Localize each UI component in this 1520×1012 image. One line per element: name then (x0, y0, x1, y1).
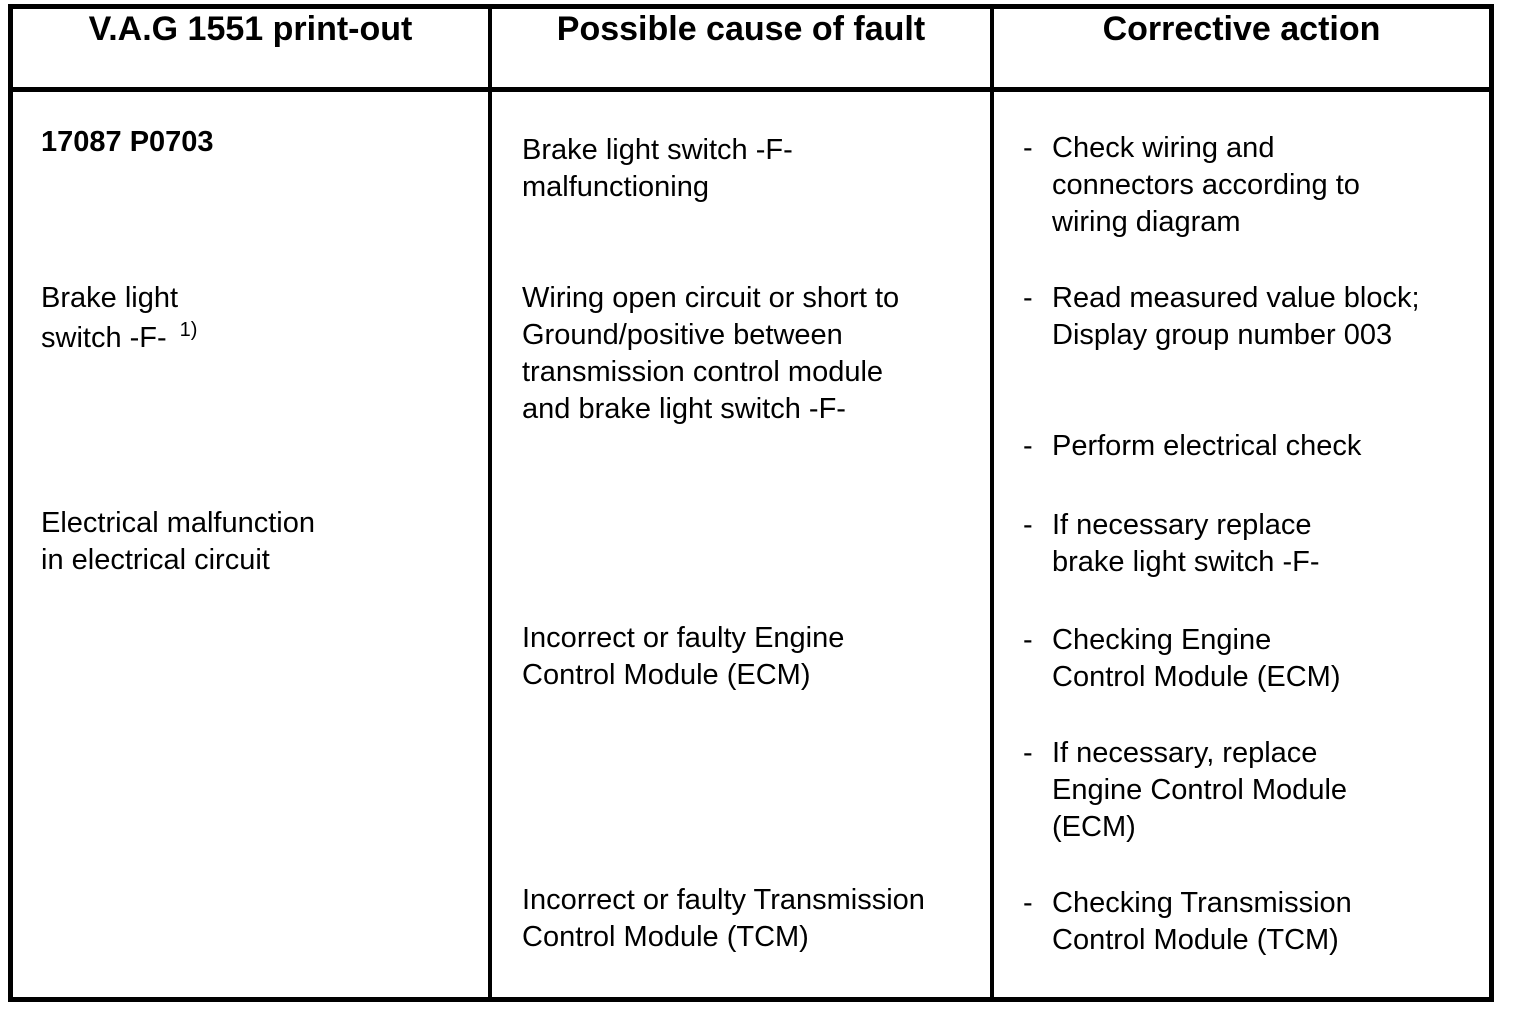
action-item-7-text: Checking Transmission Control Module (TC… (1052, 887, 1352, 956)
action-item-1: - Check wiring and connectors according … (1023, 130, 1360, 241)
action-item-7: - Checking Transmission Control Module (… (1023, 885, 1352, 959)
fault-name-line2: switch -F- 1) (41, 320, 197, 357)
column-divider-1 (488, 9, 492, 997)
dtc-code: 17087 P0703 (41, 126, 214, 158)
column-header-cause: Possible cause of fault (556, 10, 926, 48)
action-item-1-text: Check wiring and connectors according to… (1052, 132, 1360, 238)
bullet-dash: - (1023, 887, 1033, 919)
header-separator-line (13, 87, 1489, 92)
action-item-6-text: If necessary, replace Engine Control Mod… (1052, 737, 1348, 843)
bullet-dash: - (1023, 737, 1033, 769)
cause-item-2: Wiring open circuit or short to Ground/p… (522, 282, 900, 425)
column-divider-2 (990, 9, 994, 997)
action-item-4-text: If necessary replace brake light switch … (1052, 509, 1320, 578)
cause-item-4: Incorrect or faulty Transmission Control… (522, 884, 925, 953)
bullet-dash: - (1023, 509, 1033, 541)
fault-name-line1: Brake light (41, 282, 179, 314)
action-item-6: - If necessary, replace Engine Control M… (1023, 735, 1347, 846)
column-header-action: Corrective action (1102, 10, 1381, 48)
fault-name-line2-text: switch -F- (41, 322, 167, 354)
bullet-dash: - (1023, 282, 1033, 314)
action-item-5-text: Checking Engine Control Module (ECM) (1052, 624, 1341, 693)
cause-item-1: Brake light switch -F- malfunctioning (522, 134, 793, 203)
footnote-marker: 1) (179, 319, 198, 342)
action-item-3-text: Perform electrical check (1052, 430, 1362, 462)
bullet-dash: - (1023, 132, 1033, 164)
fault-table-border (8, 4, 1494, 1002)
action-item-4: - If necessary replace brake light switc… (1023, 507, 1320, 581)
fault-description: Electrical malfunction in electrical cir… (41, 507, 315, 576)
action-item-2-text: Read measured value block; Display group… (1052, 282, 1420, 351)
bullet-dash: - (1023, 430, 1033, 462)
action-item-3: - Perform electrical check (1023, 428, 1361, 465)
column-header-printout: V.A.G 1551 print-out (88, 10, 413, 48)
cause-item-3: Incorrect or faulty Engine Control Modul… (522, 622, 845, 691)
action-item-5: - Checking Engine Control Module (ECM) (1023, 622, 1340, 696)
bullet-dash: - (1023, 624, 1033, 656)
action-item-2: - Read measured value block; Display gro… (1023, 280, 1420, 354)
